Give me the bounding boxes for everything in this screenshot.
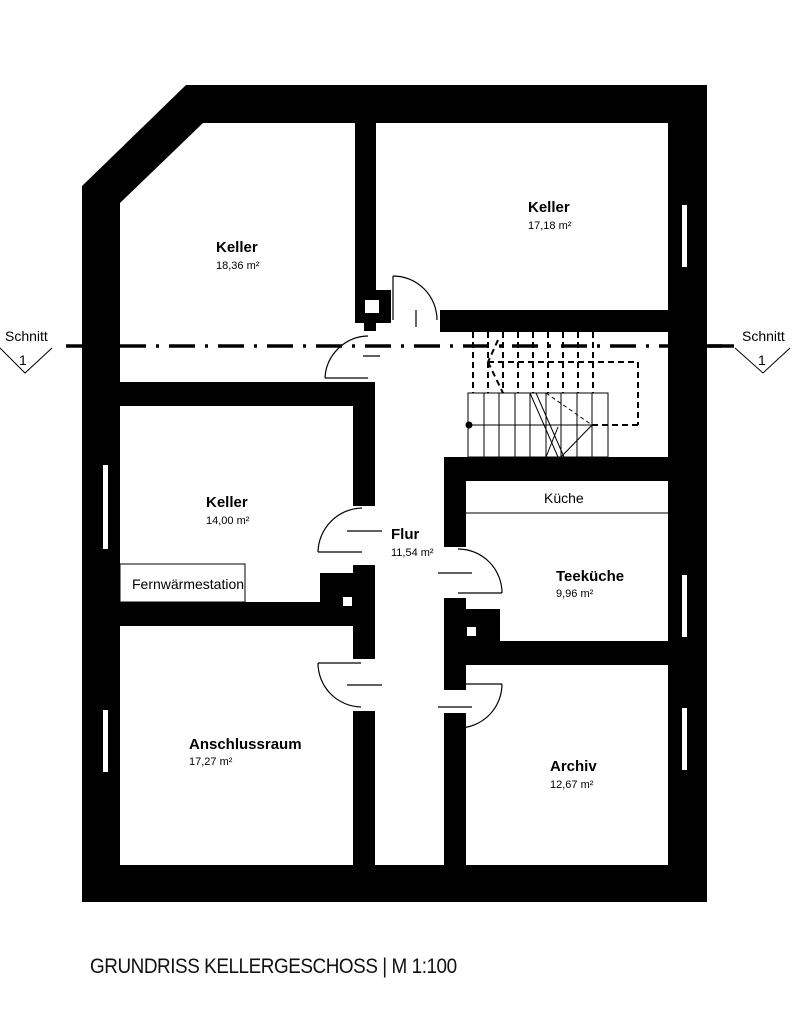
- room-name: Teeküche: [556, 568, 624, 585]
- fernwaermestation-box: [119, 563, 246, 603]
- section-marker-right-label: Schnitt: [742, 328, 785, 344]
- section-marker-left-number: 1: [19, 352, 27, 368]
- room-name: Keller: [206, 494, 248, 511]
- window-anschlussraum: [103, 710, 108, 772]
- door-anschlussraum[interactable]: [317, 662, 382, 708]
- staircase: [465, 332, 639, 458]
- room-keller-w[interactable]: Keller 14,00 m²: [206, 494, 250, 527]
- door-keller-ne[interactable]: [392, 275, 438, 327]
- section-marker-right-number: 1: [758, 352, 766, 368]
- room-teekueche[interactable]: Teeküche 9,96 m²: [556, 568, 624, 600]
- section-marker-right: Schnitt 1: [734, 328, 791, 374]
- windows: [103, 205, 687, 772]
- door-keller-w[interactable]: [317, 507, 382, 553]
- door-archiv[interactable]: [438, 683, 503, 729]
- door-keller-nw[interactable]: [324, 335, 380, 379]
- room-archiv[interactable]: Archiv 12,67 m²: [550, 758, 597, 791]
- room-area: 12,67 m²: [550, 779, 594, 791]
- window-archiv: [682, 708, 687, 770]
- room-name: Keller: [216, 239, 258, 256]
- stair-treads: [467, 392, 609, 458]
- room-flur[interactable]: Flur 11,54 m²: [391, 526, 434, 559]
- stair-start-dot: [465, 421, 473, 429]
- room-name: Flur: [391, 526, 419, 543]
- window-keller-w: [103, 465, 108, 549]
- chimney-flues: [343, 300, 476, 636]
- room-area: 18,36 m²: [216, 260, 260, 272]
- room-area: 9,96 m²: [556, 588, 594, 600]
- room-name: Anschlussraum: [189, 736, 302, 753]
- room-area: 17,27 m²: [189, 756, 233, 768]
- room-name: Keller: [528, 199, 570, 216]
- room-area: 11,54 m²: [391, 547, 434, 559]
- window-keller-ne: [682, 205, 687, 267]
- room-area: 17,18 m²: [528, 220, 572, 232]
- plan-title: GRUNDRISS KELLERGESCHOSS | M 1:100: [90, 955, 457, 978]
- doors: [317, 275, 503, 729]
- room-anschlussraum[interactable]: Anschlussraum 17,27 m²: [189, 736, 302, 768]
- interior-walls: [120, 123, 668, 865]
- window-teekueche: [682, 575, 687, 637]
- room-name: Archiv: [550, 758, 597, 775]
- kueche-label: Küche: [544, 490, 584, 506]
- outer-walls: [82, 85, 707, 902]
- stair-upper-outline: [472, 332, 639, 426]
- section-marker-left: Schnitt 1: [0, 328, 53, 374]
- fernwaermestation-label: Fernwärmestation: [132, 576, 244, 592]
- room-labels: Keller 18,36 m² Keller 17,18 m² Keller 1…: [189, 199, 624, 791]
- room-keller-nw[interactable]: Keller 18,36 m²: [216, 239, 260, 272]
- door-teekueche[interactable]: [438, 548, 503, 594]
- fixtures: Fernwärmestation Küche: [119, 490, 668, 603]
- section-marker-left-label: Schnitt: [5, 328, 48, 344]
- room-keller-ne[interactable]: Keller 17,18 m²: [528, 199, 572, 232]
- room-area: 14,00 m²: [206, 515, 250, 527]
